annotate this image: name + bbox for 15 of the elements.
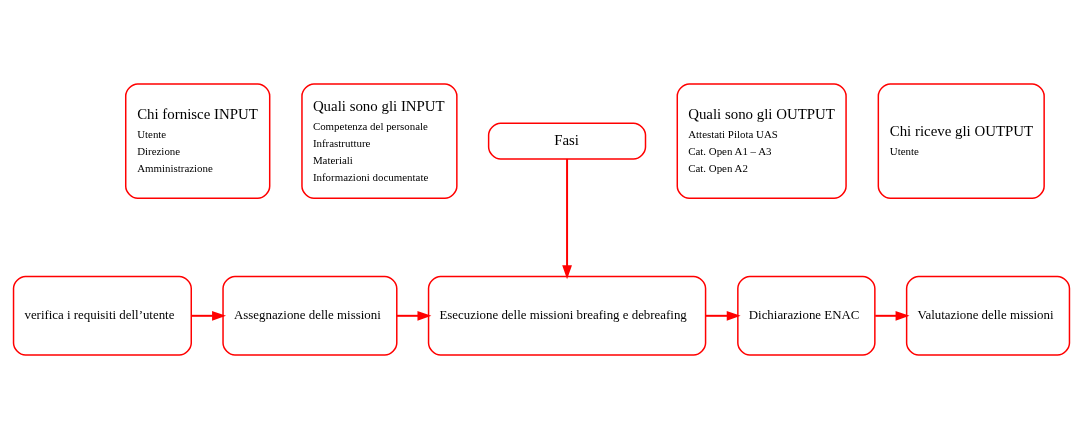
arrow: [190, 310, 226, 321]
node-box: Valutazione delle missioni: [905, 275, 1071, 356]
arrow: [704, 310, 741, 321]
node-box: Chi fornisce INPUT Utente Direzione Amministrazione: [125, 82, 271, 199]
node-box: Dichiarazione ENAC: [737, 275, 876, 356]
node-box: Quali sono gli OUTPUT Attestati Pilota UAS Cat. Open A1 – A3 Cat. Open A2: [676, 82, 847, 199]
node-box: Quali sono gli INPUT Competenza del personale Infrastrutture Materiali Informazioni documentate: [301, 82, 458, 199]
arrow: [562, 157, 572, 279]
node-box: verifica i requisiti dell’utente: [12, 275, 192, 356]
arrow: [874, 310, 910, 321]
arrow: [395, 310, 432, 321]
node-box: Assegnazione delle missioni: [222, 275, 398, 356]
node-box: Esecuzione delle missioni breafing e debreafing: [427, 275, 707, 356]
node-box: Fasi: [487, 121, 647, 160]
node-box: Chi riceve gli OUTPUT Utente: [877, 82, 1045, 199]
